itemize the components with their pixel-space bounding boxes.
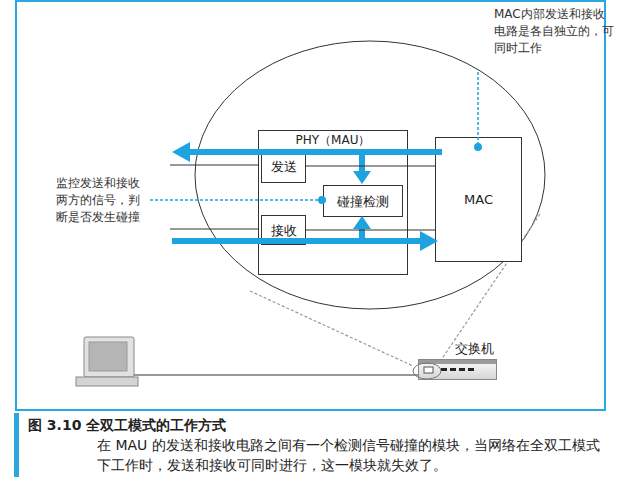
monitor-arrow-head <box>353 216 371 229</box>
figure-caption: 在 MAU 的发送和接收电路之间有一个检测信号碰撞的模块，当网络在全双工模式下工… <box>97 435 605 475</box>
signal-wire <box>170 229 258 230</box>
computer-base <box>76 377 138 386</box>
send-arrow-shaft <box>188 149 442 155</box>
zoom-line <box>250 291 413 366</box>
zoom-ellipse <box>195 41 545 309</box>
receive-box: 接收 <box>261 215 306 245</box>
edge-layer <box>306 166 435 230</box>
node-label: 交换机 <box>455 341 494 356</box>
receive-arrow-head <box>420 231 438 251</box>
node-label: 接收 <box>271 223 297 238</box>
node-label: PHY（MAU） <box>296 133 371 148</box>
monitor-arrow-head <box>353 171 371 184</box>
mac-box: MAC <box>435 137 522 262</box>
monitor-arrow-shaft <box>359 227 365 239</box>
figure-title: 图 3.10 全双工模式的工作方式 <box>28 415 588 435</box>
switch-led <box>450 368 456 371</box>
leader-dot <box>318 196 326 204</box>
signal-wire <box>170 165 258 166</box>
switch-box: 交换机 <box>418 359 497 380</box>
monitor-screen <box>89 342 127 371</box>
receive-arrow-shaft <box>172 238 422 244</box>
callout-note: MAC内部发送和接收电路是各自独立的，可同时工作 <box>494 6 616 57</box>
switch-led <box>459 368 465 371</box>
monitor-arrow-shaft <box>359 155 365 172</box>
figure-frame <box>16 1 605 410</box>
switch-top-strip <box>419 360 496 364</box>
leader-dot <box>474 143 482 151</box>
leader-line <box>150 199 320 201</box>
node-label: MAC <box>464 192 493 207</box>
network-cable <box>133 374 418 375</box>
phy-box: PHY（MAU） 发送碰撞检测接收 <box>258 130 408 275</box>
leader-line <box>477 72 479 146</box>
switch-led <box>441 368 447 371</box>
port-highlight <box>413 363 441 379</box>
signal-line-path <box>306 230 435 231</box>
callout-note: 监控发送和接收两方的信号，判断是否发生碰撞 <box>56 175 144 226</box>
signal-line-path <box>306 166 435 167</box>
signal-line <box>306 166 435 167</box>
node-label: 碰撞检测 <box>337 194 389 209</box>
send-box: 发送 <box>261 149 306 183</box>
signal-line <box>306 230 435 231</box>
node-label: 发送 <box>271 159 297 174</box>
switch-port <box>424 367 433 373</box>
send-arrow-head <box>172 142 190 162</box>
collision-detect-box: 碰撞检测 <box>323 185 403 217</box>
monitor-body <box>84 337 134 377</box>
switch-led <box>468 368 474 371</box>
caption-bar <box>14 413 19 477</box>
